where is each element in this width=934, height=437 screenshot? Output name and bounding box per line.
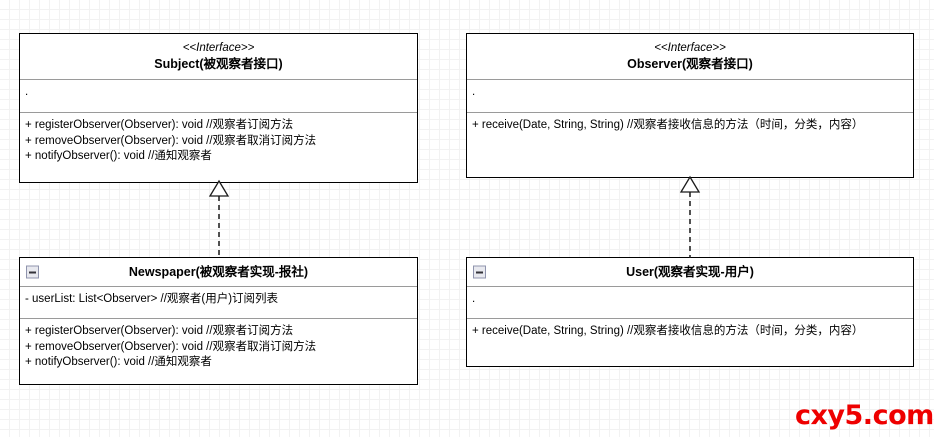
- method-row: + registerObserver(Observer): void //观察者…: [25, 325, 294, 337]
- methods-compartment-user: + receive(Date, String, String) //观察者接收信…: [467, 318, 913, 366]
- class-box-observer[interactable]: <<Interface>> Observer(观察者接口) . + receiv…: [466, 33, 914, 178]
- class-box-newspaper[interactable]: Newspaper(被观察者实现-报社) - userList: List<Ob…: [19, 257, 418, 385]
- class-name-subject: Subject(被观察者接口): [154, 56, 283, 71]
- class-header-user: User(观察者实现-用户): [467, 258, 913, 286]
- class-header-subject: <<Interface>> Subject(被观察者接口): [20, 34, 417, 79]
- class-name-observer: Observer(观察者接口): [627, 56, 753, 71]
- attributes-compartment-user: .: [467, 286, 913, 318]
- methods-compartment-subject: + registerObserver(Observer): void //观察者…: [20, 112, 417, 182]
- method-row: + notifyObserver(): void //通知观察者: [25, 356, 212, 368]
- class-name-user: User(观察者实现-用户): [626, 264, 754, 279]
- collapse-minus-icon[interactable]: [473, 265, 486, 279]
- methods-compartment-newspaper: + registerObserver(Observer): void //观察者…: [20, 318, 417, 384]
- collapse-minus-icon[interactable]: [26, 265, 39, 279]
- method-row: + registerObserver(Observer): void //观察者…: [25, 119, 294, 131]
- stereotype-label: <<Interface>>: [654, 41, 726, 54]
- attribute-row: .: [472, 293, 476, 305]
- realization-arrow-right: [679, 175, 701, 258]
- method-row: + receive(Date, String, String) //观察者接收信…: [472, 119, 864, 131]
- method-row: + notifyObserver(): void //通知观察者: [25, 150, 212, 162]
- attribute-row: .: [472, 86, 476, 98]
- attribute-row: - userList: List<Observer> //观察者(用户)订阅列表: [25, 293, 279, 305]
- realization-arrow-left: [208, 179, 230, 258]
- class-header-newspaper: Newspaper(被观察者实现-报社): [20, 258, 417, 286]
- class-box-user[interactable]: User(观察者实现-用户) . + receive(Date, String,…: [466, 257, 914, 367]
- stereotype-label: <<Interface>>: [182, 41, 255, 54]
- attributes-compartment-newspaper: - userList: List<Observer> //观察者(用户)订阅列表: [20, 286, 417, 318]
- hollow-triangle-icon: [208, 179, 230, 197]
- attributes-compartment-observer: .: [467, 79, 913, 112]
- watermark-text: cxy5.com: [795, 400, 934, 431]
- method-row: + removeObserver(Observer): void //观察者取消…: [25, 340, 317, 353]
- method-row: + receive(Date, String, String) //观察者接收信…: [472, 325, 864, 337]
- method-row: + removeObserver(Observer): void //观察者取消…: [25, 134, 317, 147]
- methods-compartment-observer: + receive(Date, String, String) //观察者接收信…: [467, 112, 913, 177]
- class-header-observer: <<Interface>> Observer(观察者接口): [467, 34, 913, 79]
- class-name-newspaper: Newspaper(被观察者实现-报社): [128, 264, 309, 279]
- hollow-triangle-icon: [679, 175, 701, 193]
- attributes-compartment-subject: .: [20, 79, 417, 112]
- attribute-row: .: [25, 86, 29, 98]
- class-box-subject[interactable]: <<Interface>> Subject(被观察者接口) . + regist…: [19, 33, 418, 183]
